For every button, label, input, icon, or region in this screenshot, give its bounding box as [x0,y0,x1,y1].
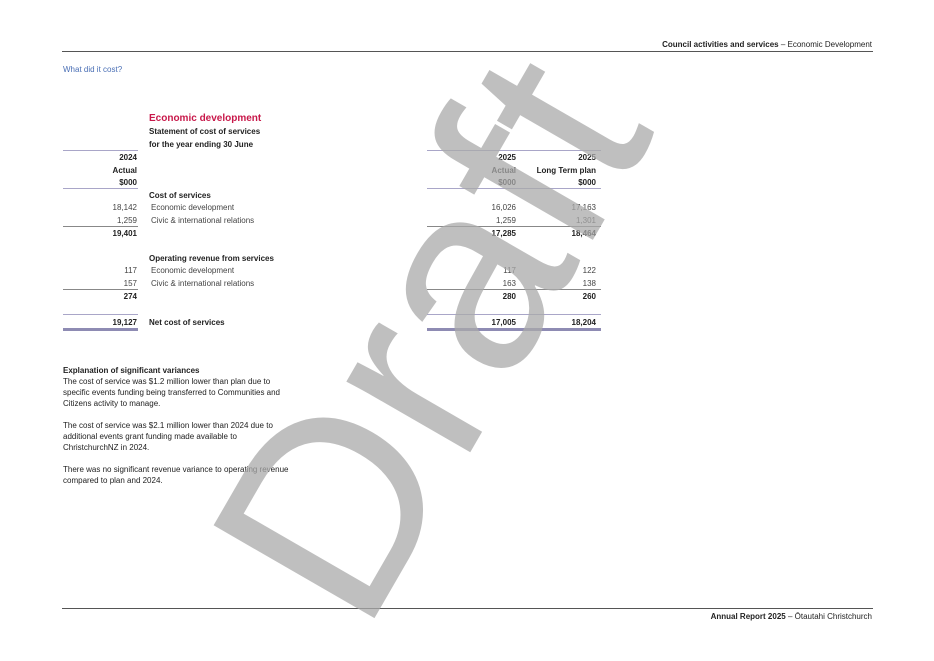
rule [427,314,601,315]
total-2024: 274 [123,292,137,301]
row-label: Economic development [151,203,235,212]
footer-city: – Ōtautahi Christchurch [785,612,872,621]
value-2024: 157 [123,279,137,288]
col-2024-type: Actual [112,166,137,175]
net-2024: 19,127 [112,318,137,327]
total-2025: 17,285 [491,229,516,238]
value-2025: 163 [502,279,516,288]
rule [63,314,138,315]
double-rule [427,328,601,331]
value-2025: 1,259 [495,216,516,225]
rule [63,188,138,189]
value-2025: 16,026 [491,203,516,212]
col-ltp-type: Long Term plan [536,166,596,175]
header-section: Council activities and services [662,40,779,49]
rule [427,150,601,151]
text-line: specific events funding being transferre… [63,388,281,397]
value-2024: 1,259 [116,216,137,225]
revenue-heading: Operating revenue from services [149,254,274,263]
table-subtitle: Statement of cost of services [149,127,261,136]
value-2025: 117 [503,266,516,275]
net-ltp: 18,204 [571,318,596,327]
net-2025: 17,005 [491,318,516,327]
table-period: for the year ending 30 June [149,140,254,149]
total-2024: 19,401 [112,229,137,238]
value-2024: 117 [124,266,137,275]
value-ltp: 17,163 [571,203,596,212]
table-title: Economic development [149,113,262,124]
double-rule [63,328,138,331]
cost-heading: Cost of services [149,191,211,200]
footer-divider [62,608,873,609]
col-2025-type: Actual [491,166,516,175]
header-divider [62,51,873,52]
variances-heading: Explanation of significant variances [63,366,200,375]
running-footer: Annual Report 2025 – Ōtautahi Christchur… [711,612,872,621]
total-ltp: 18,464 [571,229,596,238]
text-line: additional events grant funding made ava… [63,432,237,441]
row-label: Economic development [151,266,235,275]
running-header: Council activities and services – Econom… [662,40,872,49]
text-line: Citizens activity to manage. [63,399,161,408]
text-line: There was no significant revenue varianc… [63,465,289,474]
rule [63,150,138,151]
value-2024: 18,142 [112,203,137,212]
subheading: What did it cost? [63,65,123,74]
footer-report: Annual Report 2025 [710,612,786,621]
text-line: ChristchurchNZ in 2024. [63,443,150,452]
col-ltp-unit: $000 [578,178,596,187]
rule [63,226,138,227]
rule [427,188,601,189]
variances-section: Explanation of significant variances The… [63,365,288,486]
row-label: Civic & international relations [151,279,255,288]
value-ltp: 1,301 [575,216,596,225]
col-2025-unit: $000 [498,178,516,187]
rule [427,289,601,290]
col-2025-year: 2025 [498,153,516,162]
value-ltp: 122 [582,266,596,275]
value-ltp: 138 [582,279,596,288]
rule [427,226,601,227]
row-label: Civic & international relations [151,216,255,225]
col-2024-unit: $000 [119,178,137,187]
rule [63,289,138,290]
total-ltp: 260 [582,292,596,301]
col-ltp-year: 2025 [578,153,596,162]
header-subsection: – Economic Development [778,40,872,49]
net-label: Net cost of services [149,318,225,327]
col-2024-year: 2024 [119,153,137,162]
total-2025: 280 [502,292,516,301]
text-line: compared to plan and 2024. [63,476,163,485]
text-line: The cost of service was $2.1 million low… [63,421,273,430]
text-line: The cost of service was $1.2 million low… [63,377,271,386]
